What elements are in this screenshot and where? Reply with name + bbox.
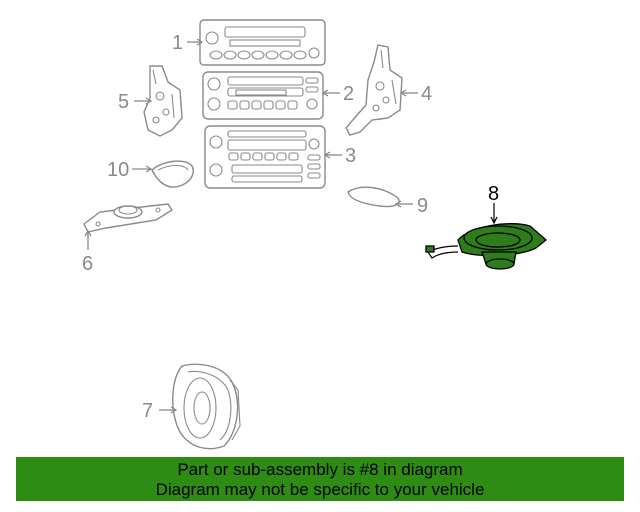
callout-6[interactable]: 6: [82, 253, 93, 275]
part-9-lens[interactable]: [347, 186, 400, 208]
parts-diagram: 1 2: [82, 19, 548, 450]
arrowhead-2: [321, 89, 329, 97]
part-3-cd-cassette[interactable]: [204, 125, 326, 189]
callout-7[interactable]: 7: [142, 400, 153, 422]
callout-4[interactable]: 4: [421, 83, 432, 105]
callout-2[interactable]: 2: [343, 83, 354, 105]
callout-8[interactable]: 8: [488, 183, 499, 205]
part-4-right-bracket[interactable]: [345, 44, 403, 136]
arrowhead-8: [490, 216, 498, 225]
part-5-left-bracket[interactable]: [143, 65, 183, 137]
arrowhead-1: [196, 38, 204, 46]
part-10-cover[interactable]: [151, 160, 194, 188]
part-7-door-speaker[interactable]: [172, 363, 241, 450]
callout-3[interactable]: 3: [345, 145, 356, 167]
part-2-radio-cassette[interactable]: [202, 71, 324, 120]
banner-line-2: Diagram may not be specific to your vehi…: [155, 480, 485, 499]
part-6-mount-plate[interactable]: [83, 203, 173, 233]
arrowhead-9: [394, 200, 402, 208]
arrowhead-4: [399, 89, 407, 97]
arrowhead-5: [145, 97, 153, 105]
info-banner: Part or sub-assembly is #8 in diagram Di…: [16, 457, 624, 501]
arrowhead-3: [323, 151, 331, 159]
banner-line-1: Part or sub-assembly is #8 in diagram: [177, 460, 463, 479]
arrowhead-6: [84, 229, 92, 237]
part-1-radio[interactable]: [199, 19, 326, 66]
arrowhead-7: [170, 406, 178, 414]
arrowhead-10: [145, 165, 153, 173]
callout-1[interactable]: 1: [172, 32, 183, 54]
callout-10[interactable]: 10: [107, 159, 129, 181]
callout-9[interactable]: 9: [417, 195, 428, 217]
part-8-speaker-highlighted[interactable]: [425, 223, 548, 270]
callout-5[interactable]: 5: [118, 91, 129, 113]
